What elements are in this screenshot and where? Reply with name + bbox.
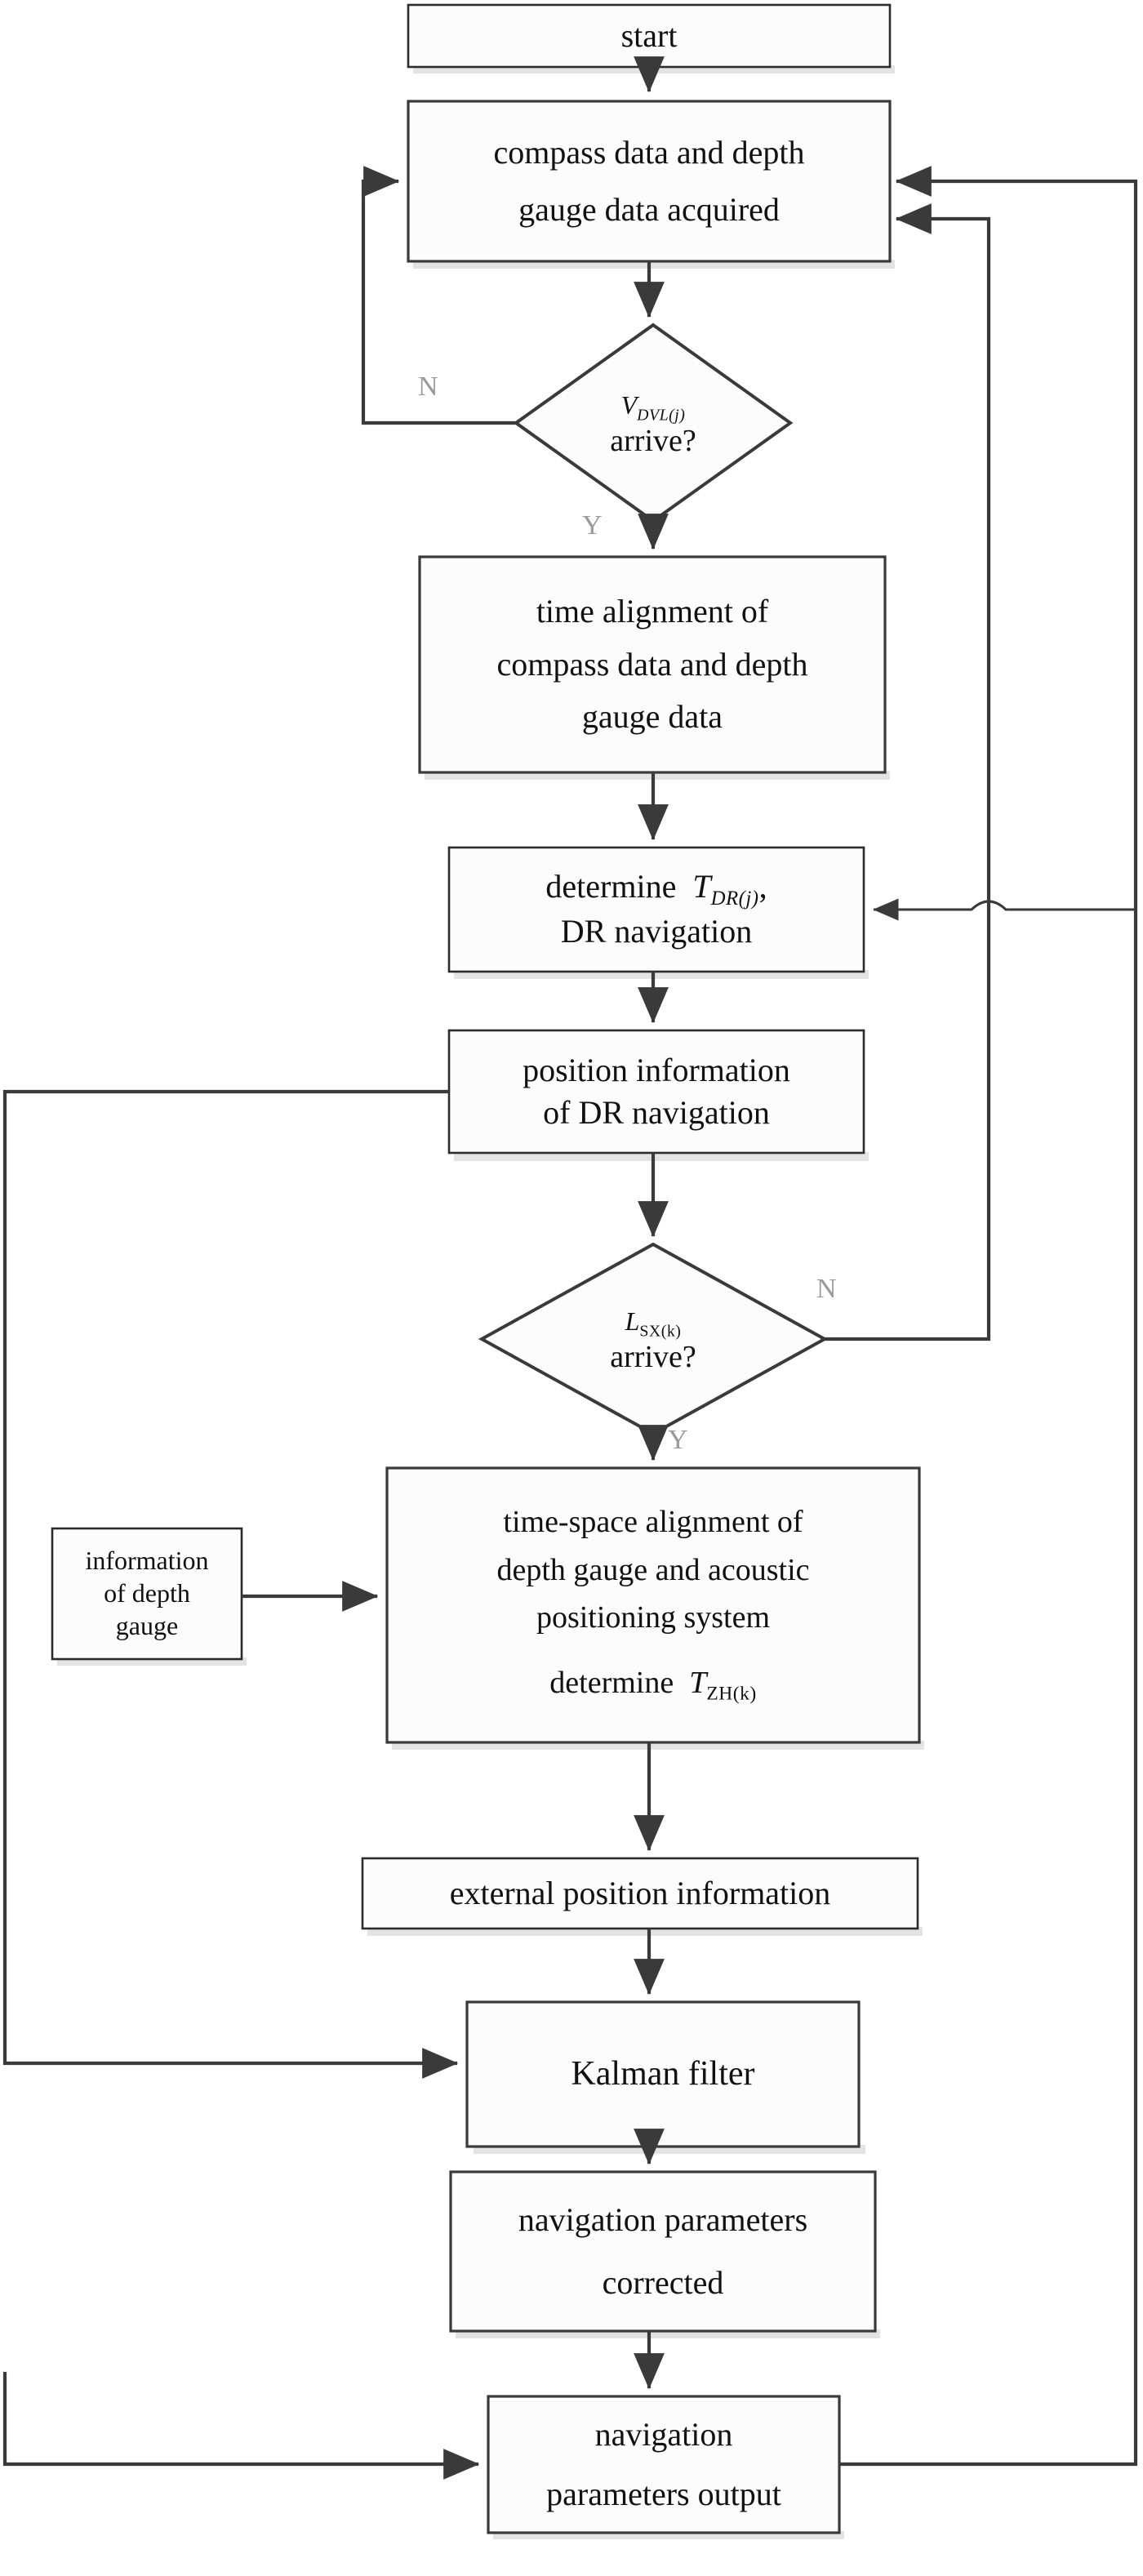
node-determine-dr xyxy=(447,846,865,973)
node-nav-output xyxy=(487,2395,841,2534)
edge-positiondr-kalman xyxy=(2,1089,459,2079)
edge-decision-no-loop xyxy=(361,166,516,425)
node-external-pos xyxy=(361,1857,919,1930)
node-kalman xyxy=(465,2000,861,2148)
edge-navoutput-determine xyxy=(873,898,1136,921)
node-decision-dvl xyxy=(513,323,794,523)
node-start xyxy=(407,3,892,69)
node-ts-align xyxy=(385,1466,921,1744)
edge-leftrail-navoutput xyxy=(2,2372,480,2480)
node-nav-corrected xyxy=(449,2170,877,2333)
edge-navoutput-acquire xyxy=(839,166,1138,2467)
node-position-dr xyxy=(447,1029,865,1155)
node-time-align xyxy=(418,555,887,774)
node-depth-gauge-info xyxy=(51,1527,243,1661)
node-acquire xyxy=(407,100,892,263)
node-decision-lsx xyxy=(478,1242,829,1436)
box-shadows xyxy=(57,65,924,2539)
edge-lsx-no-loop xyxy=(825,203,991,1341)
